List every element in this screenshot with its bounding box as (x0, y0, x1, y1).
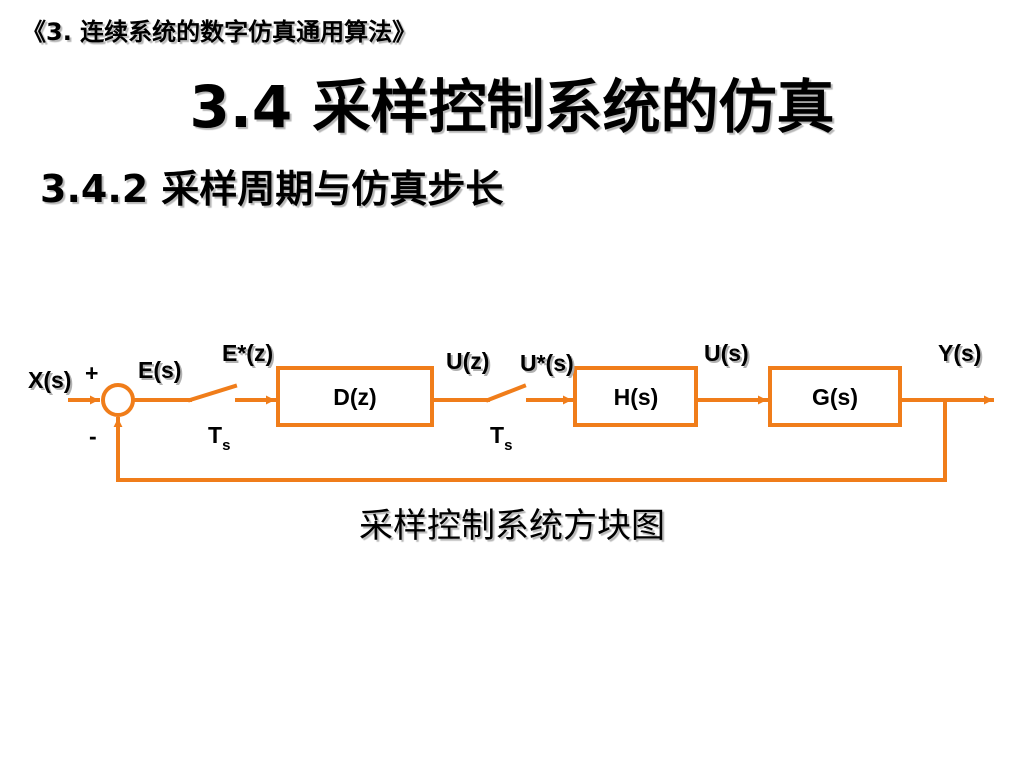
signal-hold-out-label: U(s) (704, 340, 749, 366)
svg-text:Y(s): Y(s) (940, 342, 983, 368)
sampler-2-period-symbol: T (490, 422, 504, 448)
diagram-caption: 采样控制系统方块图 (359, 506, 665, 546)
label-shadows: X(s) E(s) E*(z) U(z) U*(s) U(s) Y(s) (30, 342, 983, 395)
signal-input-label: X(s) (28, 367, 71, 393)
svg-text:E(s): E(s) (140, 359, 183, 385)
block-hold-label: H(s) (614, 384, 659, 410)
block-hold-box (573, 366, 698, 427)
sampler-2-period-subscript: s (504, 437, 512, 454)
block-plant-label: G(s) (812, 384, 858, 410)
signal-sampled-error-label: E*(z) (222, 340, 273, 366)
signal-controller-out-label: U(z) (446, 348, 489, 374)
svg-text:U(z): U(z) (448, 350, 491, 376)
feedback-path (113, 398, 947, 482)
sampler-2-period-label: Ts (490, 422, 512, 454)
block-plant-box (768, 366, 902, 427)
plus-sign: + (85, 360, 98, 386)
course-title: 《3. 连续系统的数字仿真通用算法》 (22, 18, 417, 46)
svg-text:E*(z): E*(z) (224, 342, 275, 368)
section-title: 3.4.2 采样周期与仿真步长 (40, 167, 504, 211)
svg-text:X(s): X(s) (30, 369, 73, 395)
sampler-1-period-subscript: s (222, 437, 230, 454)
sampler-1-switch (187, 383, 238, 403)
sampler-1-period-symbol: T (208, 422, 222, 448)
block-controller-box (276, 366, 434, 427)
signal-error-label: E(s) (138, 357, 181, 383)
signal-output-label: Y(s) (938, 340, 981, 366)
summing-junction (101, 383, 135, 417)
signal-sampled-control-label: U*(s) (520, 350, 574, 376)
sampler-2-switch (485, 383, 527, 403)
sampler-1-period-label: Ts (208, 422, 230, 454)
page-title: 3.4 采样控制系统的仿真 (189, 73, 835, 141)
svg-text:U(s): U(s) (706, 342, 751, 368)
svg-text:U*(s): U*(s) (522, 352, 576, 378)
minus-sign: - (89, 423, 97, 449)
block-controller-label: D(z) (333, 384, 376, 410)
